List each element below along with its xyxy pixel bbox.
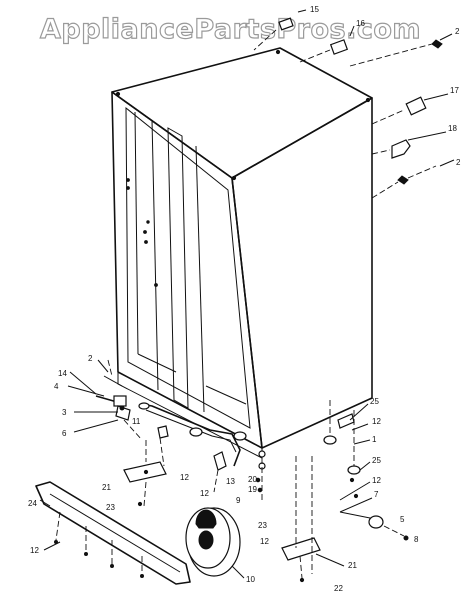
callout-9: 9	[236, 496, 241, 505]
callout-6: 6	[62, 429, 67, 438]
callout-21: 21	[348, 561, 357, 570]
callout-13: 13	[226, 477, 235, 486]
wheel-10	[185, 507, 245, 579]
callout-10: 10	[246, 575, 255, 584]
callout-23: 23	[258, 521, 267, 530]
callout-23: 23	[106, 503, 115, 512]
callout-25: 25	[370, 397, 379, 406]
callout-24: 24	[28, 499, 37, 508]
callout-17: 17	[450, 86, 459, 95]
callout-4: 4	[54, 382, 59, 391]
callout-2: 2	[88, 354, 93, 363]
kick-plate	[35, 481, 191, 585]
leader-lines	[39, 9, 455, 551]
callout-16: 16	[356, 19, 365, 28]
callout-8: 8	[414, 535, 419, 544]
callout-12: 12	[200, 489, 209, 498]
callout-25: 25	[372, 456, 381, 465]
callout-19: 19	[248, 485, 257, 494]
callout-22: 22	[334, 584, 343, 593]
callout-7: 7	[374, 490, 379, 499]
callout-1: 1	[372, 435, 377, 444]
callout-14: 14	[58, 369, 67, 378]
leveler-assembly	[281, 400, 409, 583]
callout-12: 12	[260, 537, 269, 546]
callout-15: 15	[310, 5, 319, 14]
roller-assembly	[73, 359, 143, 441]
callout-11: 11	[132, 417, 141, 426]
drain-tube-and-feet	[123, 402, 266, 507]
callout-labels: 15 16 2 17 18 2 2 14 4 3 6 11 12 13 21 1…	[28, 5, 461, 593]
cabinet	[111, 47, 373, 459]
callout-12: 12	[30, 546, 39, 555]
callout-2: 2	[455, 27, 460, 36]
callout-20: 20	[248, 475, 257, 484]
callout-12: 12	[180, 473, 189, 482]
hinge-and-screw-parts	[253, 17, 443, 199]
watermark: AppliancePartsPros.com	[39, 13, 422, 45]
callout-21: 21	[102, 483, 111, 492]
callout-2: 2	[456, 158, 461, 167]
callout-3: 3	[62, 408, 67, 417]
callout-5: 5	[400, 515, 405, 524]
callout-18: 18	[448, 124, 457, 133]
callout-12: 12	[372, 417, 381, 426]
callout-12: 12	[372, 476, 381, 485]
